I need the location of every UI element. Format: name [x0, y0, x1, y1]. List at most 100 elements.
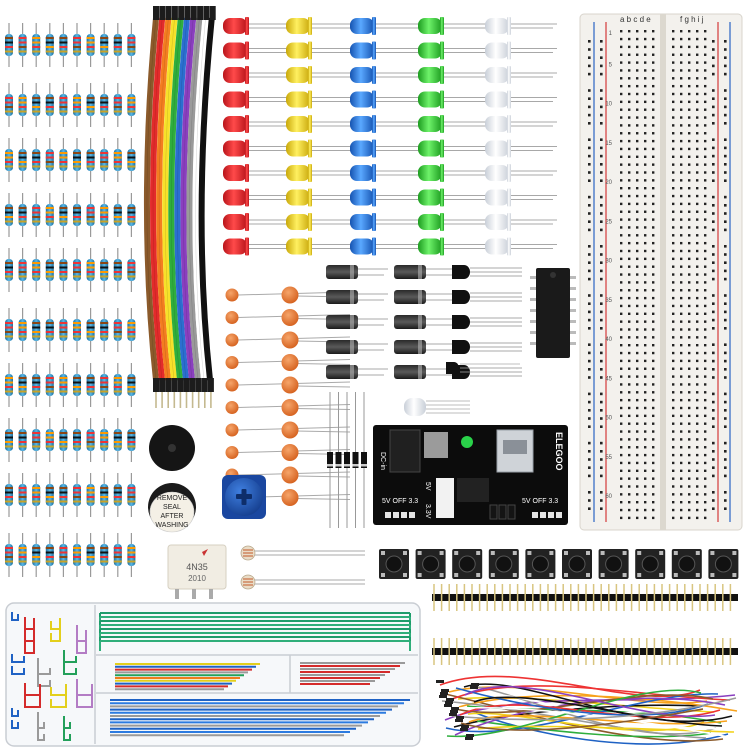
jumper-wire-tip: [465, 737, 473, 740]
terminal-hole: [620, 516, 623, 520]
terminal-hole: [680, 147, 683, 151]
jumper-wire-tiny: [63, 662, 77, 675]
terminal-hole: [644, 53, 647, 56]
rail-hole: [588, 458, 591, 461]
terminal-hole: [672, 132, 675, 135]
terminal-hole: [672, 383, 675, 386]
jumper-wire-loose: [449, 685, 731, 701]
terminal-hole: [688, 124, 691, 127]
terminal-hole: [644, 100, 647, 104]
transistors: [446, 265, 522, 379]
led-yellow: [286, 237, 358, 256]
rail-hole: [600, 122, 603, 125]
header-pin: [489, 504, 498, 520]
ribbon-wire: [150, 17, 166, 381]
resistor: [127, 473, 136, 517]
terminal-hole: [652, 477, 655, 480]
terminal-hole: [644, 446, 647, 449]
terminal-hole: [680, 194, 683, 198]
rail-pin: [393, 512, 399, 518]
terminal-hole: [620, 30, 623, 33]
terminal-hole: [644, 92, 647, 96]
rail-hole: [588, 212, 591, 215]
rail-hole: [588, 343, 591, 346]
rail-hole: [712, 171, 715, 174]
terminal-hole: [688, 155, 691, 158]
terminal-hole: [688, 336, 691, 339]
terminal-hole: [636, 171, 639, 174]
terminal-hole: [636, 132, 639, 135]
pot-slot: [241, 489, 247, 505]
terminal-hole: [620, 241, 623, 245]
resistor: [45, 308, 54, 352]
rail-hole: [712, 245, 715, 248]
push-button: [415, 549, 446, 579]
terminal-hole: [696, 375, 699, 378]
rail-pin: [401, 512, 407, 518]
terminal-hole: [688, 53, 691, 56]
breadboard-row-number: 55: [605, 455, 612, 461]
terminal-hole: [636, 493, 639, 496]
terminal-hole: [628, 383, 631, 386]
dupont-housing-top: [184, 6, 191, 20]
terminal-hole: [688, 304, 691, 308]
terminal-hole: [652, 336, 655, 339]
transistor: [452, 290, 522, 304]
rail-hole: [724, 163, 727, 166]
ribbon-wire-edge: [158, 17, 169, 381]
resistor: [113, 533, 122, 577]
resistor: [86, 193, 95, 237]
jumper-wire-tiny: [24, 629, 35, 642]
terminal-hole: [696, 430, 699, 433]
dc-jack: [389, 429, 421, 473]
terminal-hole: [680, 226, 683, 229]
terminal-hole: [628, 187, 631, 190]
rail-hole: [724, 458, 727, 461]
resistor: [113, 23, 122, 67]
resistor: [100, 473, 109, 517]
terminal-hole: [704, 226, 707, 229]
terminal-hole: [672, 406, 675, 410]
rail-hole: [724, 343, 727, 346]
terminal-hole: [704, 461, 707, 465]
terminal-hole: [680, 249, 683, 253]
terminal-hole: [620, 179, 623, 182]
diode: [327, 392, 333, 528]
terminal-hole: [628, 328, 631, 331]
terminal-hole: [620, 187, 623, 190]
ribbon-wire: [192, 17, 209, 381]
rail-hole: [588, 105, 591, 109]
resistor: [45, 193, 54, 237]
power-supply-module: [373, 425, 568, 525]
rail-hole: [724, 48, 727, 51]
terminal-hole: [688, 187, 691, 190]
dupont-housing-bottom: [201, 378, 208, 392]
jumper-wire-loose: [473, 696, 723, 727]
terminal-hole: [680, 516, 683, 520]
resistor: [18, 23, 27, 67]
ceramic-capacitor: [225, 309, 351, 326]
terminal-hole: [696, 45, 699, 49]
led-white: [485, 237, 557, 256]
ribbon-wire: [168, 17, 184, 381]
terminal-hole: [696, 116, 699, 119]
terminal-hole: [672, 320, 675, 323]
breadboard-letters-left: a b c d e: [620, 15, 651, 24]
terminal-hole: [688, 422, 691, 425]
terminal-hole: [696, 234, 699, 237]
terminal-hole: [644, 61, 647, 64]
terminal-hole: [652, 438, 655, 441]
terminal-hole: [680, 406, 683, 410]
ic-pin: [570, 331, 576, 334]
terminal-hole: [672, 501, 675, 504]
rail-pin: [548, 512, 554, 518]
rail-hole: [712, 212, 715, 215]
rail-hole: [712, 228, 715, 232]
rail-hole: [600, 171, 603, 174]
terminal-hole: [704, 422, 707, 425]
diode: [335, 392, 342, 528]
dupont-housing-top: [171, 6, 178, 20]
terminal-hole: [672, 336, 675, 339]
terminal-hole: [636, 289, 639, 292]
resistor: [127, 138, 136, 182]
